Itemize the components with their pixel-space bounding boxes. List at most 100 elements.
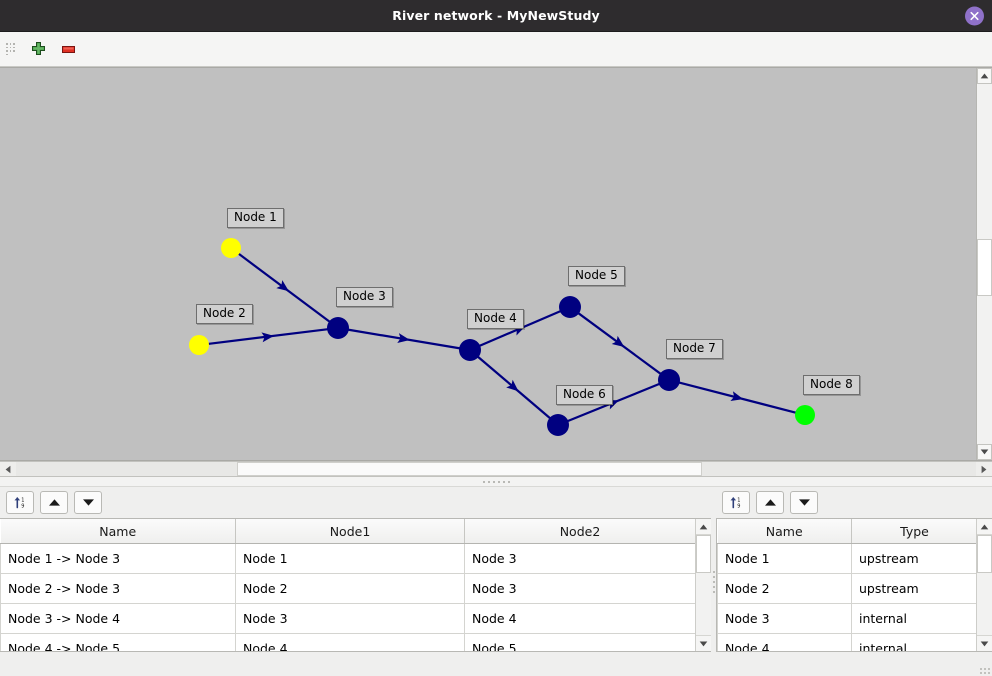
- graph-node-label-node3[interactable]: Node 3: [336, 287, 393, 307]
- graph-node-node5[interactable]: [559, 296, 581, 318]
- close-window-button[interactable]: [965, 6, 984, 25]
- arrow-up-icon: [764, 499, 776, 506]
- scroll-left-button[interactable]: [0, 462, 16, 476]
- add-node-button[interactable]: [23, 35, 53, 63]
- node-type[interactable]: internal: [851, 603, 976, 634]
- canvas-horizontal-scrollbar[interactable]: [0, 461, 992, 477]
- nodes-toolbar: 1 9: [716, 487, 992, 518]
- resize-grip[interactable]: [980, 664, 990, 674]
- node-type[interactable]: internal: [851, 633, 976, 651]
- branch-name[interactable]: Node 2 -> Node 3: [0, 573, 236, 604]
- branches-move-up-button[interactable]: [40, 491, 68, 514]
- vertical-splitter[interactable]: [0, 477, 992, 487]
- branches-footer: [0, 652, 711, 676]
- branch-name[interactable]: Node 3 -> Node 4: [0, 603, 236, 634]
- nodes-footer: [716, 652, 992, 676]
- edge-arrow-icon: [506, 379, 519, 392]
- nodes-move-up-button[interactable]: [756, 491, 784, 514]
- branches-vscroll-track[interactable]: [696, 535, 711, 635]
- scroll-down-button[interactable]: [977, 444, 992, 460]
- branches-col-name[interactable]: Name: [0, 519, 236, 544]
- graph-node-node4[interactable]: [459, 339, 481, 361]
- network-canvas[interactable]: Node 1 Node 2 Node 3 Node 4 Node 5 Node 6 Node…: [0, 68, 976, 460]
- node-name[interactable]: Node 4: [717, 633, 852, 651]
- node-name[interactable]: Node 1: [717, 543, 852, 574]
- canvas-hscroll-track[interactable]: [16, 462, 976, 476]
- branches-col-node2[interactable]: Node2: [464, 519, 695, 544]
- nodes-vscroll-track[interactable]: [977, 535, 992, 635]
- nodes-scroll-down-button[interactable]: [977, 635, 992, 651]
- branch-name[interactable]: Node 1 -> Node 3: [0, 543, 236, 574]
- nodes-sort-button[interactable]: 1 9: [722, 491, 750, 514]
- graph-node-node7[interactable]: [658, 369, 680, 391]
- branch-node1[interactable]: Node 3: [235, 603, 465, 634]
- nodes-scroll-up-button[interactable]: [977, 519, 992, 535]
- main-toolbar: [0, 32, 992, 67]
- graph-node-label-node5[interactable]: Node 5: [568, 266, 625, 286]
- river-network-graph[interactable]: [0, 68, 976, 460]
- branches-vscroll-thumb[interactable]: [696, 535, 711, 573]
- graph-node-label-node4[interactable]: Node 4: [467, 309, 524, 329]
- graph-node-node3[interactable]: [327, 317, 349, 339]
- scroll-up-button[interactable]: [977, 68, 992, 84]
- toolbar-drag-handle[interactable]: [4, 39, 17, 59]
- branches-scroll-down-button[interactable]: [696, 635, 711, 651]
- nodes-vscroll-thumb[interactable]: [977, 535, 992, 573]
- nodes-move-down-button[interactable]: [790, 491, 818, 514]
- graph-node-label-node8[interactable]: Node 8: [803, 375, 860, 395]
- nodes-col-name[interactable]: Name: [717, 519, 852, 544]
- canvas-vscroll-thumb[interactable]: [977, 238, 992, 297]
- branch-node2[interactable]: Node 4: [464, 603, 695, 634]
- triangle-left-icon: [5, 465, 11, 473]
- graph-node-node2[interactable]: [189, 335, 209, 355]
- branch-name[interactable]: Node 4 -> Node 5: [0, 633, 236, 651]
- delete-node-button[interactable]: [53, 35, 83, 63]
- title-bar: River network - MyNewStudy: [0, 0, 992, 32]
- close-icon: [970, 11, 979, 20]
- graph-node-label-node6[interactable]: Node 6: [556, 385, 613, 405]
- canvas-vertical-scrollbar[interactable]: [976, 68, 992, 460]
- branch-node1[interactable]: Node 2: [235, 573, 465, 604]
- horizontal-pane-splitter[interactable]: [711, 487, 716, 676]
- nodes-vertical-scrollbar[interactable]: [976, 519, 992, 651]
- triangle-down-icon: [980, 641, 989, 646]
- node-name[interactable]: Node 2: [717, 573, 852, 604]
- canvas-vscroll-track[interactable]: [977, 84, 992, 444]
- node-name[interactable]: Node 3: [717, 603, 852, 634]
- nodes-col-type[interactable]: Type: [851, 519, 976, 544]
- graph-node-node8[interactable]: [795, 405, 815, 425]
- canvas-hscroll-thumb[interactable]: [236, 462, 703, 476]
- edge-arrow-icon: [611, 335, 625, 348]
- graph-node-label-node7[interactable]: Node 7: [666, 339, 723, 359]
- branches-scroll-up-button[interactable]: [696, 519, 711, 535]
- branch-node2[interactable]: Node 3: [464, 543, 695, 574]
- branches-col-node1[interactable]: Node1: [235, 519, 465, 544]
- scroll-right-button[interactable]: [976, 462, 992, 476]
- branch-node1[interactable]: Node 1: [235, 543, 465, 574]
- node-type[interactable]: upstream: [851, 543, 976, 574]
- node-type[interactable]: upstream: [851, 573, 976, 604]
- graph-node-node6[interactable]: [547, 414, 569, 436]
- graph-node-label-node2[interactable]: Node 2: [196, 304, 253, 324]
- branch-node2[interactable]: Node 3: [464, 573, 695, 604]
- edge-arrow-icon: [730, 391, 744, 401]
- branch-node2[interactable]: Node 5: [464, 633, 695, 651]
- graph-node-node1[interactable]: [221, 238, 241, 258]
- branch-node1[interactable]: Node 4: [235, 633, 465, 651]
- graph-node-label-node1[interactable]: Node 1: [227, 208, 284, 228]
- branches-sort-button[interactable]: 1 9: [6, 491, 34, 514]
- branches-move-down-button[interactable]: [74, 491, 102, 514]
- branches-vertical-scrollbar[interactable]: [695, 519, 711, 651]
